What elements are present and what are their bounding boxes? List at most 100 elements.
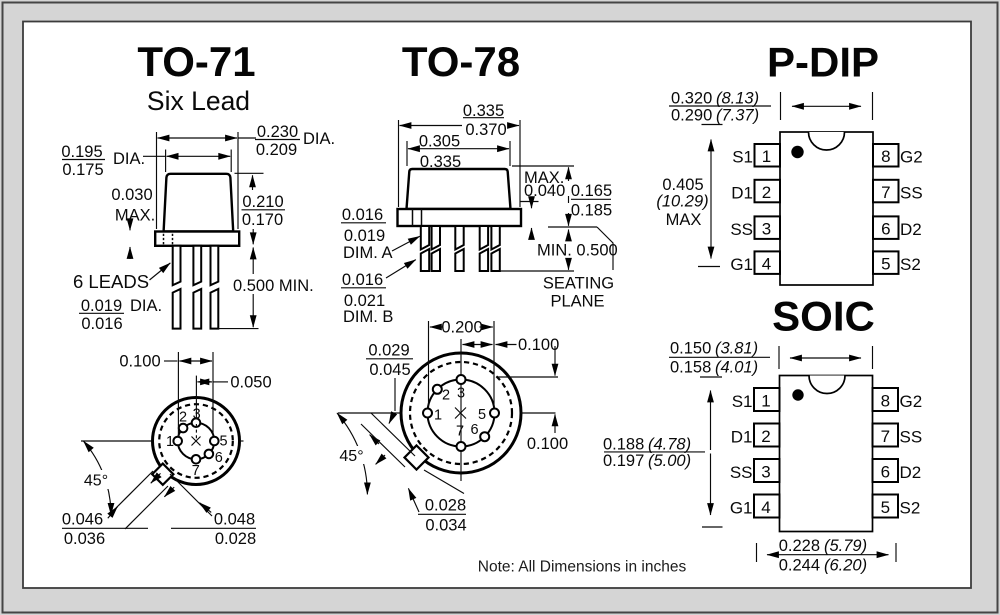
soic-pin-num-5: 5 [881, 498, 890, 517]
to78-leads [419, 225, 501, 272]
to78-height-top: 0.165 [571, 182, 612, 200]
to78-angle-label-bg [338, 446, 365, 464]
pdip-pin-num-6: 6 [881, 219, 890, 238]
to78-angle-label: 45° [339, 448, 363, 465]
to71-flange-dia-bot: 0.209 [256, 141, 297, 159]
to71-pin-2: 2 [179, 410, 187, 426]
to78-offset-dim: 0.100 [527, 435, 568, 453]
soic-pin-boxes [753, 387, 899, 519]
to71-tab-right-top: 0.048 [214, 511, 255, 529]
soic-height-bot-in: 0.197 [603, 452, 644, 470]
to71-lead-len: 0.500 MIN. [233, 277, 314, 295]
soic-height-dim: 0.188 (4.78) 0.197 (5.00) [603, 390, 723, 528]
to71-flange-thk-value: 0.030 [111, 186, 152, 204]
pdip-pin-name-d2: D2 [900, 220, 922, 239]
to71-cap-dia-suffix: DIA. [113, 150, 145, 168]
pdip-pin-num-3: 3 [762, 219, 771, 238]
pdip-pin-numbers: 1 2 3 4 8 7 6 5 [762, 147, 891, 273]
soic-body [778, 374, 874, 533]
soic-section: SOIC 0.150 (3.81) 0.158 (4.01) [603, 293, 922, 575]
to71-flange-dia-top: 0.230 [257, 123, 298, 141]
to78-seating-line2: PLANE [550, 293, 604, 311]
to71-tab-right-bot: 0.028 [215, 530, 256, 548]
to71-cap-h-bot: 0.170 [242, 211, 283, 229]
to71-side-dims: 0.230 0.209 DIA. 0.195 0.175 DIA. 0.030 … [61, 123, 335, 333]
soic-span-top-in: 0.228 [779, 537, 820, 555]
soic-pin-name-g1: G1 [730, 499, 753, 518]
pdip-title: P-DIP [767, 39, 879, 86]
pdip-package: 1 2 3 4 8 7 6 5 S1 D1 SS G1 G2 SS D2 S2 [730, 131, 923, 286]
pdip-pin-names: S1 D1 SS G1 G2 SS D2 S2 [730, 148, 922, 274]
pdip-pin-name-ss: SS [730, 220, 753, 239]
soic-pin-num-6: 6 [881, 463, 890, 482]
to78-cap-lip-max: MAX. [524, 169, 564, 187]
to71-cap-dia-top: 0.195 [61, 143, 102, 161]
to71-bottom-view: 1 2 3 5 6 7 [62, 352, 272, 548]
soic-span-top-mm: (5.79) [824, 537, 867, 555]
to78-pitch-dim: 0.100 [518, 336, 559, 354]
to78-pin-1: 1 [434, 408, 442, 424]
pdip-height-mm: (10.29) [656, 193, 708, 211]
soic-width-top-in: 0.150 [670, 340, 711, 358]
pdip-pin-name-s2: S2 [900, 255, 921, 274]
soic-span-arrow [755, 543, 897, 562]
to78-side-dims: 0.335 0.370 0.305 0.335 MAX. 0.040 0.165… [341, 102, 618, 326]
pdip-pin-num-2: 2 [762, 183, 771, 202]
pdip-pin-name-g2: G2 [900, 148, 923, 167]
pdip-pin-num-8: 8 [881, 147, 890, 166]
pdip-width-bot-mm: (7.37) [716, 107, 759, 125]
to78-pin-circle-dim: 0.200 [441, 319, 482, 337]
to71-flange-marks [162, 233, 174, 245]
to78-tab-w-top: 0.029 [368, 342, 409, 360]
to78-flange-marks [411, 209, 423, 226]
pdip-pin-name-g1: G1 [730, 255, 753, 274]
to78-bottom-dim-lines [336, 321, 559, 515]
soic-pin-num-7: 7 [881, 427, 890, 446]
soic-pin-num-2: 2 [761, 427, 770, 446]
to78-cap-lip-value: 0.040 [524, 182, 565, 200]
to78-dima-label: DIM. A [343, 244, 393, 262]
to71-cap-dia-bot: 0.175 [62, 161, 103, 179]
to78-dima-top: 0.016 [342, 206, 383, 224]
to78-flange-dia-bot: 0.370 [465, 121, 506, 139]
soic-pin-numbers: 1 2 3 4 8 7 6 5 [761, 392, 890, 518]
soic-height-top-in: 0.188 [603, 436, 644, 454]
soic-height-arrow [702, 390, 723, 528]
to78-tab-l-bot: 0.034 [425, 517, 466, 535]
to71-bottom-dim-lines [62, 352, 256, 530]
to78-dashed-circle [408, 360, 514, 466]
to78-pin-5: 5 [478, 407, 486, 423]
soic-width-bot-mm: (4.01) [715, 359, 758, 377]
pdip-width-top-in: 0.320 [671, 90, 712, 108]
to71-pitch-label: 0.100 [119, 353, 160, 371]
to71-title: TO-71 [137, 38, 255, 85]
to71-tab-left-bot: 0.036 [64, 530, 105, 548]
to71-side-dim-lines [62, 132, 300, 330]
to78-pins [422, 374, 500, 452]
soic-pin-name-d1: D1 [731, 428, 753, 447]
to78-height-bot: 0.185 [571, 202, 612, 220]
pdip-pin-num-5: 5 [881, 254, 890, 273]
to78-flange-dia-top: 0.335 [463, 102, 504, 120]
to78-flange [396, 207, 523, 228]
soic-pin-name-ss: SS [730, 463, 753, 482]
to78-pin-2: 2 [442, 388, 450, 404]
to71-flange [153, 230, 241, 248]
to71-angle-label-bg [84, 470, 110, 489]
soic-width-dim: 0.150 (3.81) 0.158 (4.01) [669, 340, 874, 378]
to71-half-pitch-label: 0.050 [230, 374, 271, 392]
to71-angle-label: 45° [84, 473, 108, 490]
to71-pin-5: 5 [219, 434, 227, 450]
to78-tab-w-bot: 0.045 [369, 361, 410, 379]
pdip-notch [807, 131, 846, 151]
soic-pin-num-4: 4 [761, 498, 770, 517]
to78-cap-dia-top: 0.305 [419, 133, 460, 151]
to78-section: TO-78 [336, 38, 618, 535]
to71-lead-dia-suffix: DIA. [130, 297, 162, 315]
soic-span-bot-in: 0.244 [779, 557, 820, 575]
soic-width-arrow [778, 346, 874, 369]
soic-width-top-mm: (3.81) [715, 340, 758, 358]
to78-tab-l-top: 0.028 [425, 497, 466, 515]
